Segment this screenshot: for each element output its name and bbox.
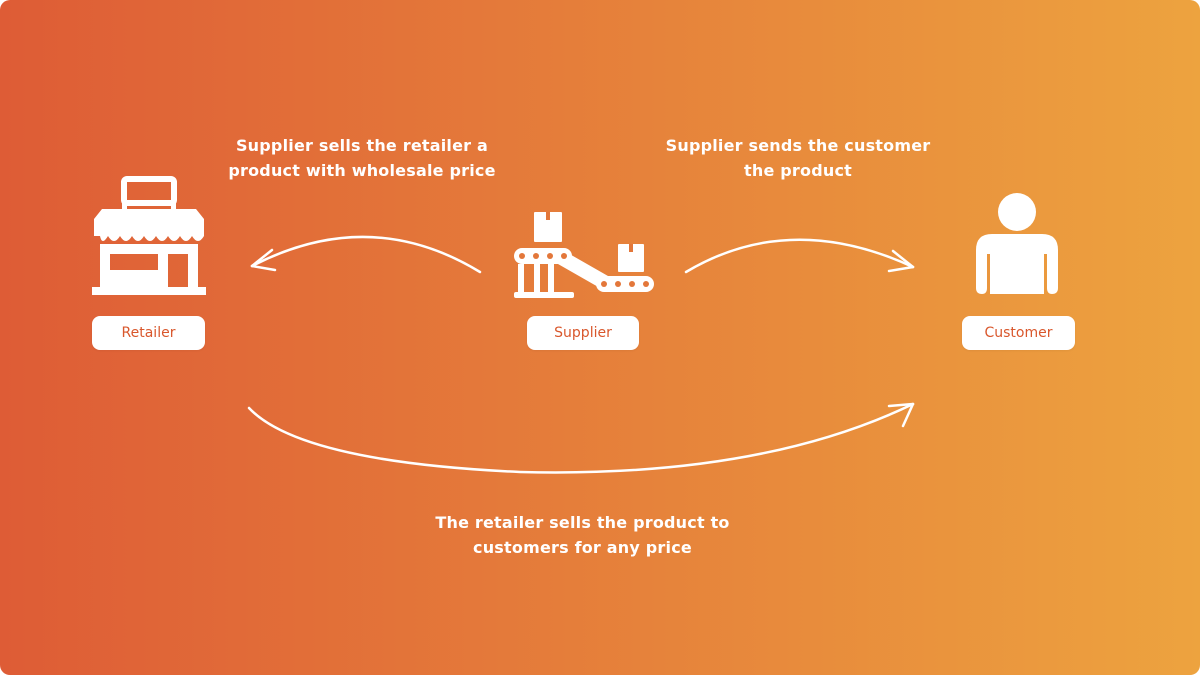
- retailer-label: Retailer: [92, 316, 205, 350]
- arrow-supplier-to-retailer: [250, 235, 482, 274]
- caption-line: product with wholesale price: [228, 161, 496, 180]
- edge-caption-retailer-to-customer: The retailer sells the product to custom…: [410, 510, 755, 560]
- conveyor-belt-boxes-icon: [514, 212, 654, 298]
- supplier-label: Supplier: [527, 316, 639, 350]
- caption-line: customers for any price: [473, 538, 692, 557]
- caption-line: Supplier sends the customer: [665, 136, 931, 155]
- person-icon: [976, 193, 1058, 294]
- arrow-supplier-to-customer: [684, 238, 915, 274]
- caption-line: the product: [744, 161, 852, 180]
- caption-line: The retailer sells the product to: [435, 513, 730, 532]
- caption-line: Supplier sells the retailer a: [235, 136, 489, 155]
- customer-label: Customer: [962, 316, 1075, 350]
- edge-caption-supplier-to-customer: Supplier sends the customer the product: [648, 133, 948, 183]
- storefront-icon: [92, 176, 206, 295]
- edge-caption-supplier-to-retailer: Supplier sells the retailer a product wi…: [212, 133, 512, 183]
- arrow-retailer-to-customer: [247, 402, 915, 474]
